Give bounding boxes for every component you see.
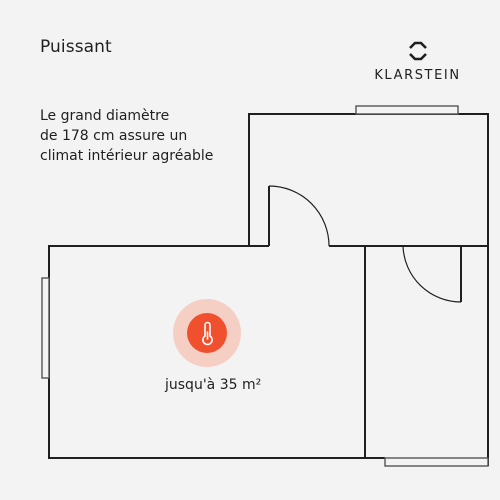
wall-main-room [48, 245, 366, 459]
window-bottom [384, 457, 489, 467]
klarstein-logo-icon [408, 41, 427, 61]
thermometer-icon [202, 321, 213, 346]
door-upper-swing [268, 185, 330, 247]
page-title: Puissant [40, 37, 112, 57]
door-right-swing [402, 245, 462, 303]
window-top [355, 105, 459, 115]
brand-name: KLARSTEIN [374, 68, 461, 83]
wall-upper-room [248, 113, 489, 246]
window-left [41, 277, 50, 379]
description-line-3: climat intérieur agréable [40, 148, 214, 164]
brand-logo: KLARSTEIN [360, 40, 475, 83]
description-line-1: Le grand diamètre [40, 108, 170, 124]
feature-description: Le grand diamètre de 178 cm assure un cl… [40, 106, 260, 166]
description-line-2: de 178 cm assure un [40, 128, 188, 144]
coverage-area-label: jusqu'à 35 m² [165, 377, 262, 393]
wall-right-room [365, 245, 489, 466]
